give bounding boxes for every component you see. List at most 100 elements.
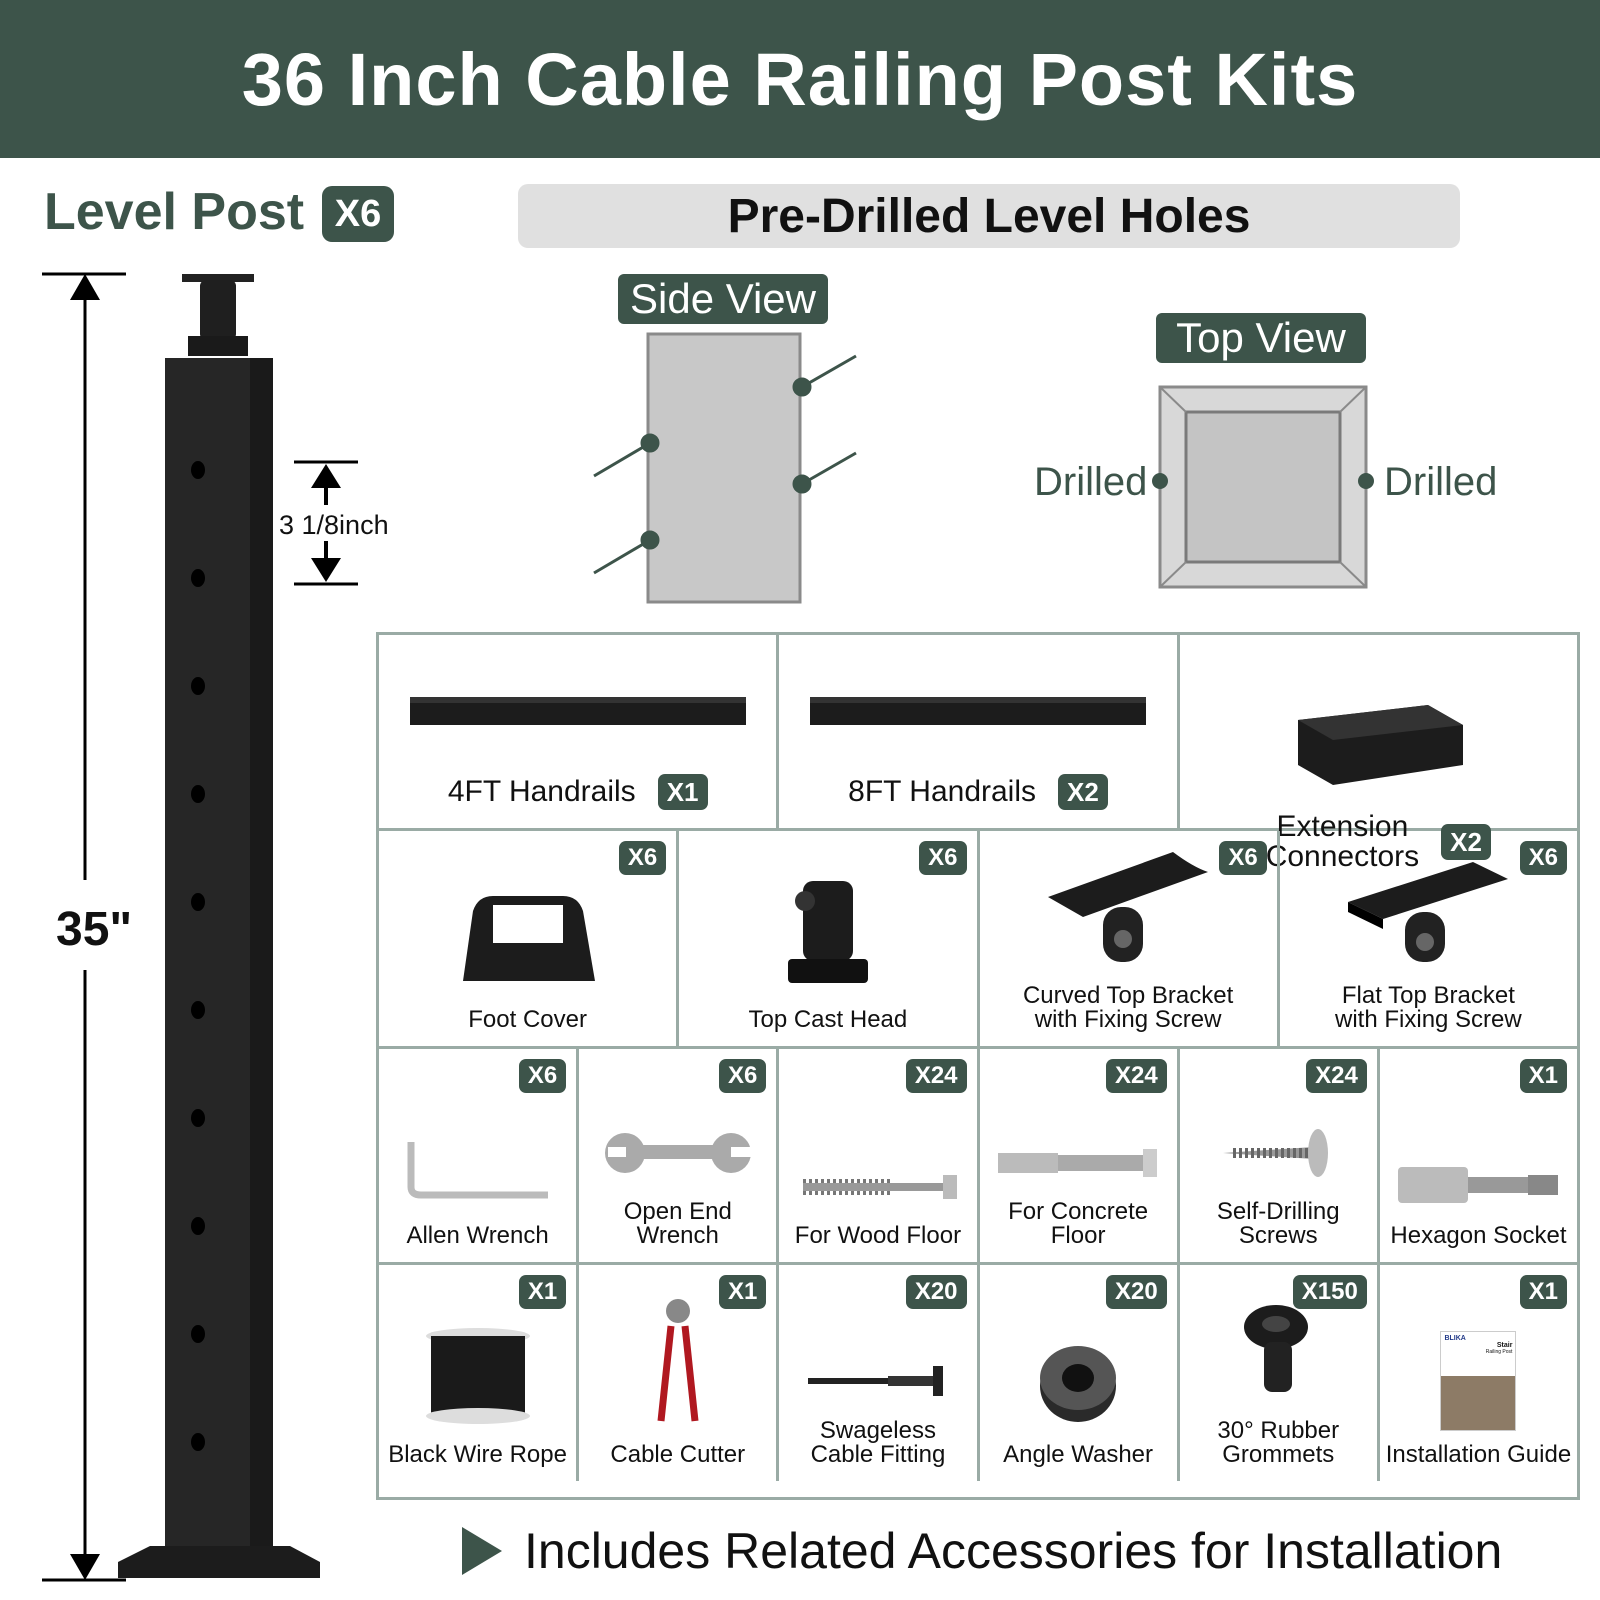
cable-hole xyxy=(191,785,205,803)
hole-spacing-label: 3 1/8inch xyxy=(279,510,389,541)
side-view-label: Side View xyxy=(618,274,828,324)
wrench-icon xyxy=(603,1123,753,1200)
item-name: Cable Cutter xyxy=(610,1441,746,1468)
cable-hole xyxy=(191,1001,205,1019)
item-name: Black Wire Rope xyxy=(388,1441,567,1468)
item-name: Angle Washer xyxy=(1003,1441,1154,1468)
item-name: Top Cast Head xyxy=(748,1006,908,1033)
title-banner: 36 Inch Cable Railing Post Kits xyxy=(0,0,1600,158)
play-triangle-icon xyxy=(462,1527,502,1575)
qty-badge: X6 xyxy=(618,841,667,875)
item-name: For Concrete Floor xyxy=(1008,1198,1149,1249)
item-name: For Wood Floor xyxy=(794,1222,962,1249)
spacing-dimension xyxy=(294,460,358,586)
height-dimension xyxy=(42,272,126,1582)
qty-badge: X6 xyxy=(919,841,967,875)
cable-fitting-icon xyxy=(803,1362,953,1419)
top-view-diagram xyxy=(1152,385,1374,589)
item-name: Foot Cover xyxy=(468,1006,587,1033)
allen-wrench-icon xyxy=(403,1137,553,1224)
footer-note: Includes Related Accessories for Install… xyxy=(462,1522,1502,1580)
qty-badge: X6 xyxy=(1219,841,1267,875)
level-post-qty-badge: X6 xyxy=(322,186,394,242)
anchor-bolt-icon xyxy=(993,1143,1163,1200)
item-name: Hexagon Socket xyxy=(1390,1222,1567,1249)
page-title: 36 Inch Cable Railing Post Kits xyxy=(241,37,1359,121)
qty-badge: X6 xyxy=(518,1059,567,1093)
accessory-item: Extension Connectors X2 xyxy=(1180,635,1577,872)
washer-icon xyxy=(1033,1336,1123,1443)
wire-rope-spool-icon xyxy=(423,1326,533,1443)
pre-drilled-banner: Pre-Drilled Level Holes xyxy=(518,184,1460,248)
qty-badge: X1 xyxy=(1519,1059,1568,1093)
drilled-label-left: Drilled xyxy=(1034,460,1148,504)
qty-badge: X1 xyxy=(718,1275,767,1309)
qty-badge: X24 xyxy=(905,1059,967,1093)
drilled-label-right: Drilled xyxy=(1384,460,1498,504)
qty-badge: X150 xyxy=(1292,1275,1367,1309)
accessory-item: X150 30° Rubber Grommets xyxy=(1180,1265,1380,1481)
top-view-label: Top View xyxy=(1156,313,1366,363)
flat-bracket-icon xyxy=(1343,857,1513,984)
item-name: Flat Top Bracket with Fixing Screw xyxy=(1335,982,1522,1033)
cable-hole xyxy=(191,1109,205,1127)
item-name: Curved Top Bracket with Fixing Screw xyxy=(1022,982,1234,1033)
level-post-label: Level Post xyxy=(44,183,305,241)
item-name: 4FT Handrails xyxy=(447,775,636,808)
qty-badge: X20 xyxy=(1105,1275,1167,1309)
qty-badge: X24 xyxy=(1105,1059,1167,1093)
self-drilling-screw-icon xyxy=(1218,1123,1338,1200)
qty-badge: X6 xyxy=(718,1059,767,1093)
qty-badge: X20 xyxy=(905,1275,967,1309)
foot-cover-icon xyxy=(443,891,613,1008)
item-name: 30° Rubber Grommets xyxy=(1217,1417,1340,1468)
handrail-icon xyxy=(408,695,748,746)
qty-badge: X1 xyxy=(518,1275,567,1309)
level-post-illustration xyxy=(42,272,358,1582)
cable-hole xyxy=(191,1433,205,1451)
side-view-diagram xyxy=(593,332,857,604)
cable-hole xyxy=(191,1325,205,1343)
footer-text: Includes Related Accessories for Install… xyxy=(524,1523,1503,1579)
item-name: Extension Connectors xyxy=(1265,810,1420,873)
qty-badge: X6 xyxy=(1519,841,1567,875)
item-name: 8FT Handrails xyxy=(848,775,1037,808)
lag-screw-icon xyxy=(793,1167,963,1224)
post-height-label: 35" xyxy=(56,903,133,956)
curved-bracket-icon xyxy=(1043,847,1213,984)
item-name: Installation Guide xyxy=(1385,1441,1572,1468)
cable-hole xyxy=(191,461,205,479)
cast-head-icon xyxy=(783,871,873,1008)
item-name: Self-Drilling Screws xyxy=(1216,1198,1340,1249)
hex-socket-icon xyxy=(1393,1163,1563,1224)
cable-hole xyxy=(191,569,205,587)
cable-hole xyxy=(191,677,205,695)
item-name: Allen Wrench xyxy=(406,1222,549,1249)
handrail-icon xyxy=(808,695,1148,746)
item-name: Swageless Cable Fitting xyxy=(810,1417,946,1468)
qty-badge: X2 xyxy=(1441,824,1491,860)
qty-badge: X1 xyxy=(1519,1275,1568,1309)
grommet-icon xyxy=(1238,1302,1318,1419)
